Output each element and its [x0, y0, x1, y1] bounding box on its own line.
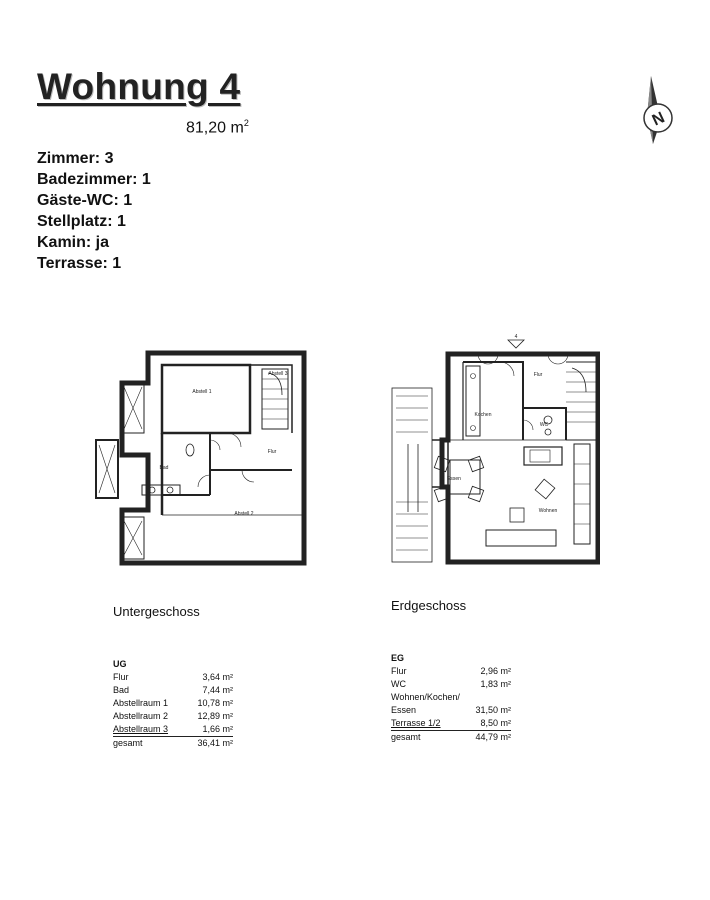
feature-list: Zimmer: 3 Badezimmer: 1 Gäste-WC: 1 Stel…: [37, 148, 151, 274]
ug-room-bad: Bad: [160, 465, 169, 471]
ug-room-flur: Flur: [268, 449, 277, 455]
floor-plan-untergeschoss: Abstell 1 Abstell 3 Flur Bad Abstell 2: [95, 350, 307, 566]
floor-plan-erdgeschoss: 4 Flur Kochen WC Essen Wohnen: [391, 334, 600, 565]
eg-room-wohnen: Wohnen: [539, 508, 558, 514]
feature-rooms: Zimmer: 3: [37, 150, 114, 167]
ug-room-abstell-1: Abstell 1: [192, 389, 211, 395]
eg-floor-label: Erdgeschoss: [391, 598, 467, 613]
page-title: Wohnung 4: [37, 66, 241, 107]
total-area: 81,20 m2: [186, 118, 249, 137]
ug-table-header: UG: [113, 659, 127, 669]
compass-icon: N: [643, 76, 673, 144]
feature-terrace: Terrasse: 1: [37, 255, 122, 272]
total-area-value: 81,20 m: [186, 119, 244, 137]
ug-room-abstell-2: Abstell 2: [234, 511, 253, 517]
total-area-unit-exponent: 2: [243, 118, 249, 128]
ug-room-abstell-3: Abstell 3: [268, 371, 287, 377]
feature-parking: Stellplatz: 1: [37, 213, 126, 230]
table-row: Wohnen/Kochen/: [391, 692, 460, 702]
eg-room-flur: Flur: [534, 372, 543, 378]
ug-floor-label: Untergeschoss: [113, 604, 200, 619]
eg-room-essen: Essen: [447, 476, 461, 482]
feature-bathrooms: Badezimmer: 1: [37, 171, 151, 188]
eg-room-kochen: Kochen: [475, 412, 492, 418]
eg-table-header: EG: [391, 653, 405, 663]
feature-fireplace: Kamin: ja: [37, 234, 110, 251]
feature-guest-wc: Gäste-WC: 1: [37, 192, 133, 209]
eg-entrance-marker: 4: [515, 334, 518, 340]
eg-room-wc: WC: [540, 422, 549, 428]
